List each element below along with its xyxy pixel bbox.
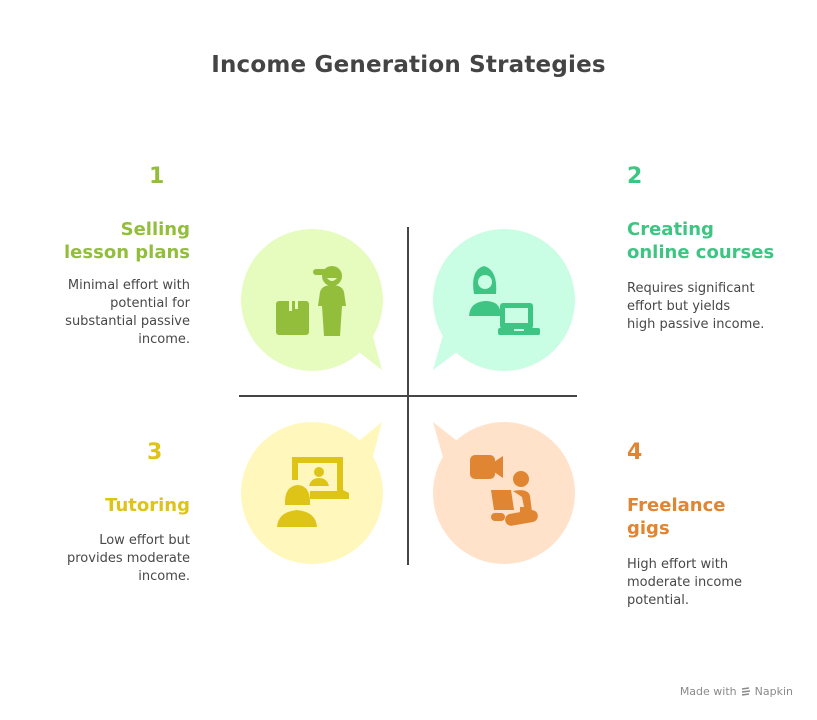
q4-desc-line2: moderate income <box>627 575 743 590</box>
q3-description: Low effort but provides moderate income. <box>67 532 190 586</box>
q2-heading-line1: Creating <box>627 219 714 240</box>
q2-desc-line3: high passive income. <box>627 317 765 332</box>
q2-desc-line2: effort but yields <box>627 299 731 314</box>
q4-desc-line1: High effort with <box>627 557 729 572</box>
video-freelancer-icon <box>470 455 538 526</box>
q4-number: 4 <box>627 440 643 465</box>
q2-number: 2 <box>627 164 643 189</box>
q1-heading-line2: lesson plans <box>64 242 190 263</box>
q2-description: Requires significant effort but yields h… <box>627 280 764 334</box>
q3-desc-line2: provides moderate <box>67 551 190 566</box>
q4-description: High effort with moderate income potenti… <box>627 556 742 610</box>
q1-desc-line1: Minimal effort with <box>67 278 190 293</box>
q4-desc-line3: potential. <box>627 593 689 608</box>
q2-desc-line1: Requires significant <box>627 281 755 296</box>
napkin-logo-icon <box>741 686 750 696</box>
woman-with-laptop-icon <box>469 266 540 335</box>
q3-number: 3 <box>147 440 163 465</box>
q3-heading-line1: Tutoring <box>105 495 190 516</box>
q3-desc-line3: income. <box>138 569 190 584</box>
q2-speech-bubble <box>433 229 575 371</box>
q2-heading-line2: online courses <box>627 242 775 263</box>
diagram-title: Income Generation Strategies <box>211 52 606 78</box>
napkin-brand-label: Napkin <box>754 685 793 698</box>
made-with-napkin-footer: Made with Napkin <box>680 685 793 698</box>
made-with-label: Made with <box>679 685 737 698</box>
q1-desc-line2: potential for <box>110 296 190 311</box>
q1-number: 1 <box>149 164 165 189</box>
q1-heading: Selling lesson plans <box>64 218 190 264</box>
q1-desc-line3: substantial passive <box>65 314 190 329</box>
q4-heading-line2: gigs <box>627 518 670 539</box>
q3-desc-line1: Low effort but <box>99 533 190 548</box>
q4-heading-line1: Freelance <box>627 495 726 516</box>
q3-heading: Tutoring <box>105 494 190 517</box>
q1-speech-bubble <box>241 229 383 371</box>
online-tutoring-icon <box>277 457 349 527</box>
q1-heading-line1: Selling <box>120 219 190 240</box>
q1-desc-line4: income. <box>138 332 190 347</box>
q2-heading: Creating online courses <box>627 218 774 264</box>
q4-heading: Freelance gigs <box>627 494 725 540</box>
delivery-person-with-box-icon <box>276 266 346 336</box>
q1-description: Minimal effort with potential for substa… <box>65 277 190 349</box>
